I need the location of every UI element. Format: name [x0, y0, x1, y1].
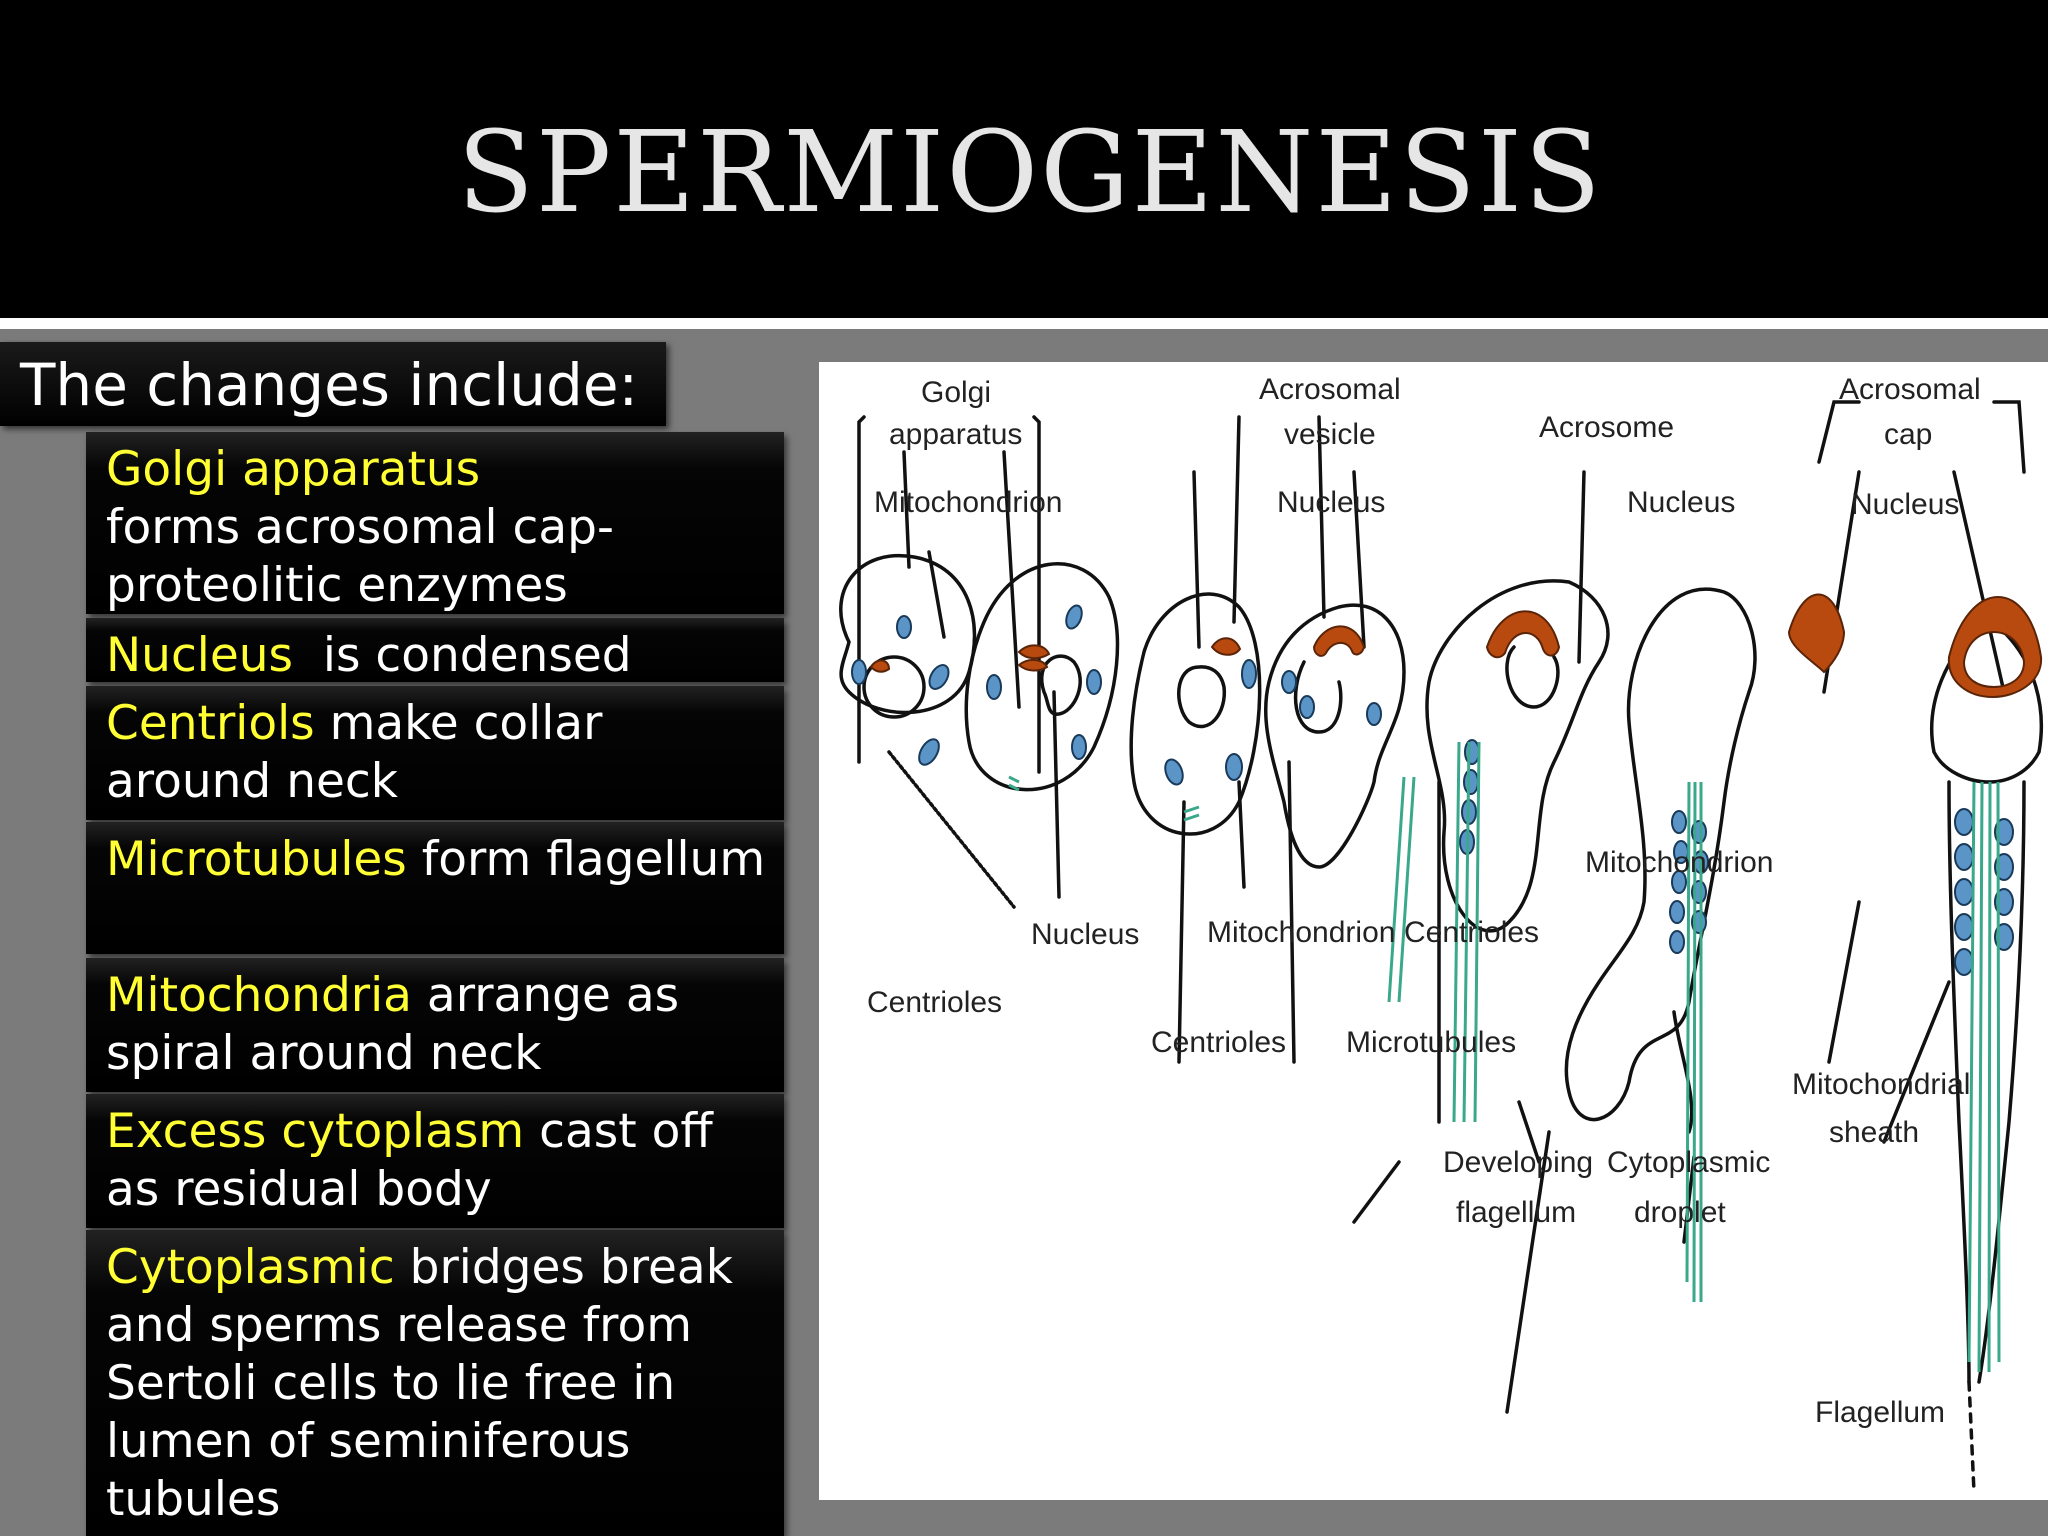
label-mitochondrion-top: Mitochondrion: [874, 486, 1062, 519]
list-heading: The changes include:: [20, 350, 638, 420]
label-centrioles-a: Centrioles: [867, 986, 1002, 1019]
list-item-mitochondria: Mitochondria arrange as spiral around ne…: [86, 958, 784, 1092]
item-highlight: Cytoplasmic: [106, 1240, 395, 1295]
label-golgi: Golgi: [921, 376, 991, 409]
label-mitochondrion-b: Mitochondrion: [1207, 916, 1395, 949]
diagram-svg: Golgi apparatus Mitochondrion Acrosomal …: [819, 362, 2048, 1500]
list-item-cytoplasmic-bridges: Cytoplasmic bridges break and sperms rel…: [86, 1230, 784, 1536]
item-highlight: Nucleus: [106, 628, 293, 683]
item-highlight: Centriols: [106, 696, 315, 751]
item-text: forms acrosomal cap-proteolitic enzymes: [106, 500, 614, 613]
title-divider: [0, 318, 2048, 329]
label-acrosomal-cap-1: Acrosomal: [1839, 373, 1981, 406]
label-mitochondrion-c: Mitochondrion: [1585, 846, 1773, 879]
list-item-golgi: Golgi apparatus forms acrosomal cap-prot…: [86, 432, 784, 614]
list-item-excess-cytoplasm: Excess cytoplasm cast off as residual bo…: [86, 1094, 784, 1228]
label-centrioles-b: Centrioles: [1404, 916, 1539, 949]
label-acrosomal-vesicle-2: vesicle: [1284, 418, 1376, 451]
spermiogenesis-diagram: Golgi apparatus Mitochondrion Acrosomal …: [819, 362, 2048, 1500]
label-mitochondrial-sheath-2: sheath: [1829, 1116, 1919, 1149]
slide-title: SPERMIOGENESIS: [0, 108, 2048, 238]
list-item-nucleus: Nucleus is condensed: [86, 618, 784, 682]
label-acrosomal-vesicle-1: Acrosomal: [1259, 373, 1401, 406]
item-highlight: Golgi apparatus: [106, 442, 480, 497]
item-text: form flagellum: [407, 832, 765, 887]
item-highlight: Microtubules: [106, 832, 407, 887]
label-developing-flagellum-1: Developing: [1443, 1146, 1593, 1179]
title-bar: SPERMIOGENESIS: [0, 0, 2048, 318]
item-highlight: Excess cytoplasm: [106, 1104, 524, 1159]
label-cytoplasmic-droplet-1: Cytoplasmic: [1607, 1146, 1770, 1179]
label-mitochondrial-sheath-1: Mitochondrial: [1792, 1068, 1970, 1101]
heading-box: The changes include:: [0, 342, 666, 426]
label-cytoplasmic-droplet-2: droplet: [1634, 1196, 1726, 1229]
label-acrosome: Acrosome: [1539, 411, 1674, 444]
label-nucleus-b: Nucleus: [1277, 486, 1385, 519]
list-item-centriols: Centriols make collar around neck: [86, 686, 784, 820]
label-flagellum: Flagellum: [1815, 1396, 1945, 1429]
label-golgi-apparatus: apparatus: [889, 418, 1022, 451]
label-nucleus-a: Nucleus: [1031, 918, 1139, 951]
label-centrioles-c: Centrioles: [1151, 1026, 1286, 1059]
label-nucleus-d: Nucleus: [1851, 488, 1959, 521]
label-acrosomal-cap-2: cap: [1884, 418, 1932, 451]
label-developing-flagellum-2: flagellum: [1456, 1196, 1576, 1229]
label-microtubules: Microtubules: [1346, 1026, 1516, 1059]
item-text: is condensed: [293, 628, 632, 683]
label-nucleus-c: Nucleus: [1627, 486, 1735, 519]
item-highlight: Mitochondria: [106, 968, 412, 1023]
list-item-microtubules: Microtubules form flagellum: [86, 822, 784, 954]
